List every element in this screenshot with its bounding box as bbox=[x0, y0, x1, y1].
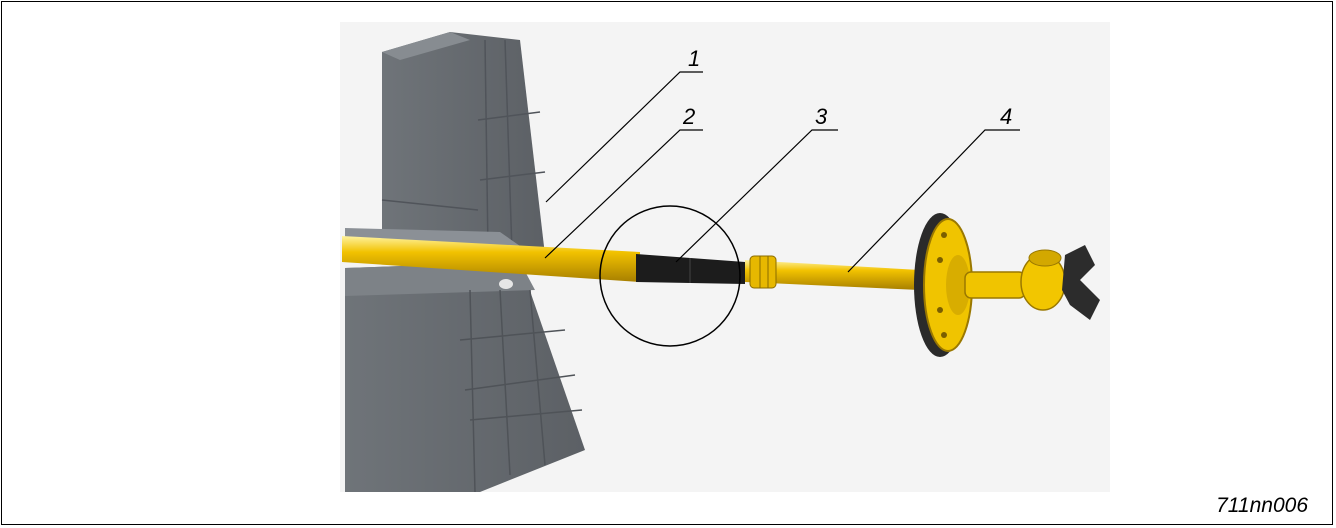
valve-body bbox=[964, 249, 1066, 311]
flange-disc bbox=[914, 213, 973, 357]
callout-4: 4 bbox=[1000, 104, 1012, 129]
figure-reference: 711nn006 bbox=[1216, 494, 1308, 517]
callout-1: 1 bbox=[688, 46, 700, 71]
callout-3: 3 bbox=[815, 104, 828, 129]
leader-lines bbox=[544, 71, 1020, 273]
stone-block-upper bbox=[345, 32, 546, 255]
handle-wheel bbox=[1062, 245, 1100, 320]
callout-2: 2 bbox=[682, 104, 695, 129]
yellow-rod bbox=[342, 236, 920, 290]
detail-circle bbox=[599, 205, 741, 347]
